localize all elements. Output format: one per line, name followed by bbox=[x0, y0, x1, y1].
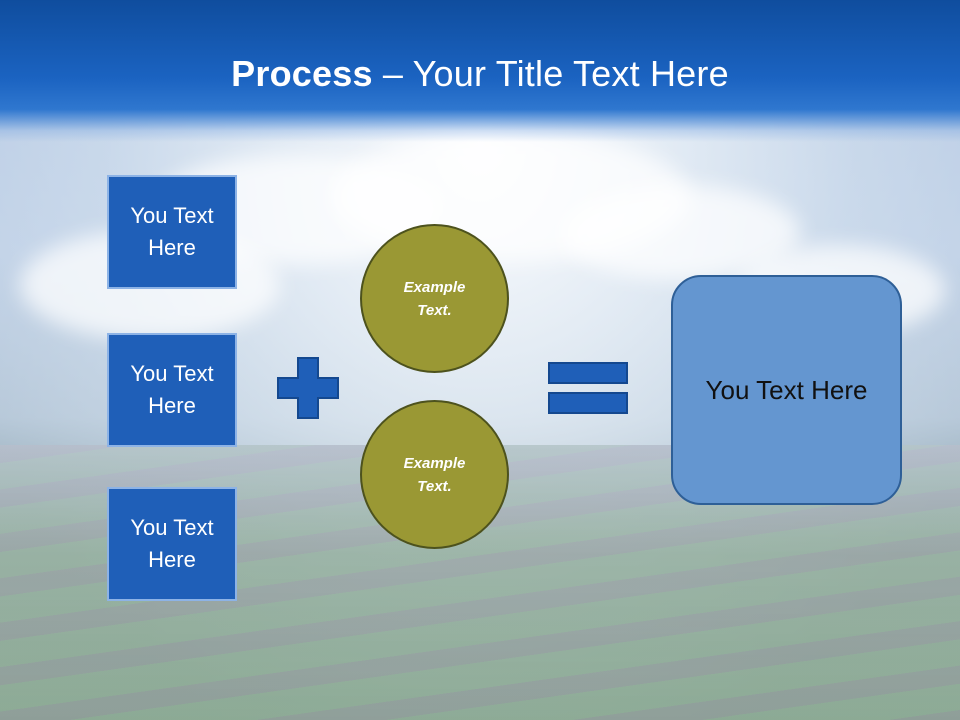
left-text-box-3[interactable]: You Text Here bbox=[107, 487, 237, 601]
left-text-box-2[interactable]: You Text Here bbox=[107, 333, 237, 447]
left-text-box-label: You Text Here bbox=[130, 515, 214, 572]
example-circle-1[interactable]: Example Text. bbox=[360, 224, 509, 373]
result-text-box[interactable]: You Text Here bbox=[671, 275, 902, 505]
result-text-label: You Text Here bbox=[705, 375, 868, 405]
equals-icon bbox=[548, 362, 628, 414]
slide-title[interactable]: Process – Your Title Text Here bbox=[0, 54, 960, 94]
example-circle-2[interactable]: Example Text. bbox=[360, 400, 509, 549]
left-text-box-label: You Text Here bbox=[130, 361, 214, 418]
left-text-box-label: You Text Here bbox=[130, 203, 214, 260]
left-text-box-1[interactable]: You Text Here bbox=[107, 175, 237, 289]
example-circle-label: Example Text. bbox=[403, 454, 466, 495]
title-band bbox=[0, 0, 960, 142]
title-bold-text: Process bbox=[231, 53, 373, 94]
title-rest-text: – Your Title Text Here bbox=[372, 53, 729, 94]
example-circle-label: Example Text. bbox=[403, 278, 466, 319]
plus-icon bbox=[277, 357, 339, 419]
